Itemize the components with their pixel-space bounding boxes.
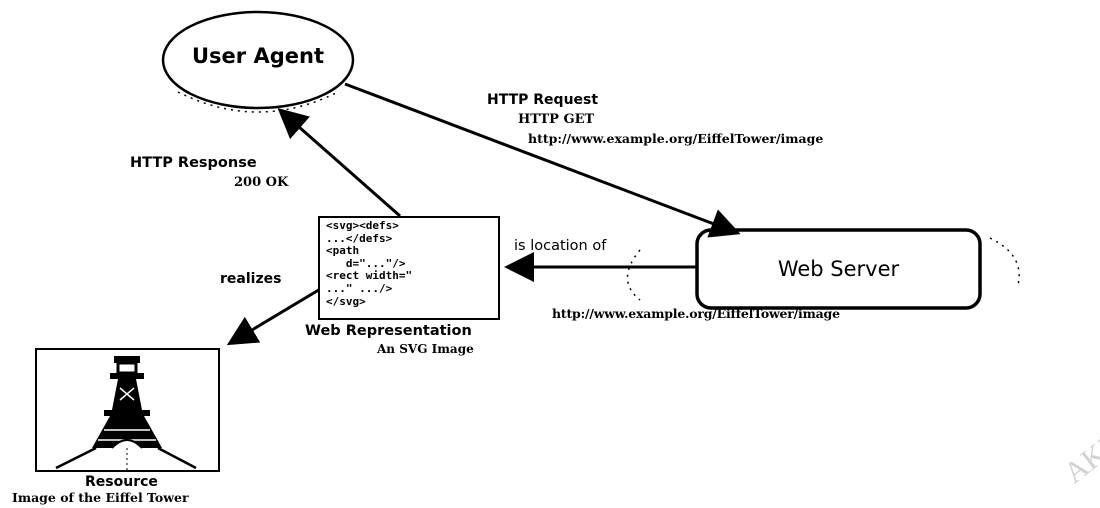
web-server-uri: http://www.example.org/EiffelTower/image <box>552 306 840 321</box>
web-server-label: Web Server <box>777 257 900 281</box>
http-request-arrow <box>344 82 741 238</box>
realizes-label: realizes <box>220 271 282 287</box>
code-line: <path <box>326 244 360 258</box>
web-representation-subtitle: An SVG Image <box>377 342 474 356</box>
web-server-node <box>695 228 982 310</box>
http-request-label: HTTP Request <box>487 92 599 108</box>
code-line: </svg> <box>326 294 366 308</box>
http-get-label: HTTP GET <box>518 112 595 127</box>
realizes-arrow <box>226 280 333 346</box>
is-location-of-label: is location of <box>514 238 607 254</box>
eiffel-tower-image <box>35 348 220 472</box>
request-url-label: http://www.example.org/EiffelTower/image <box>528 131 824 146</box>
resource-title: Resource <box>85 474 158 490</box>
code-line: ...</defs> <box>326 231 393 245</box>
code-line: ..." .../> <box>326 281 393 295</box>
web-server-shadow-left <box>626 249 641 301</box>
code-line: d="..."/> <box>326 256 406 270</box>
code-line: <svg><defs> <box>326 219 399 232</box>
http-response-arrow <box>277 108 401 218</box>
status-200-label: 200 OK <box>234 175 289 190</box>
web-server-shadow-right <box>989 237 1020 286</box>
code-line: <rect width=" <box>326 269 413 283</box>
web-representation-title: Web Representation <box>305 323 472 339</box>
user-agent-label: User Agent <box>192 44 324 68</box>
http-response-label: HTTP Response <box>130 155 257 171</box>
resource-subtitle: Image of the Eiffel Tower <box>12 490 189 505</box>
user-agent-node <box>161 10 355 110</box>
svg-code-document: <svg><defs> ...</defs> <path d="..."/> <… <box>318 216 500 320</box>
